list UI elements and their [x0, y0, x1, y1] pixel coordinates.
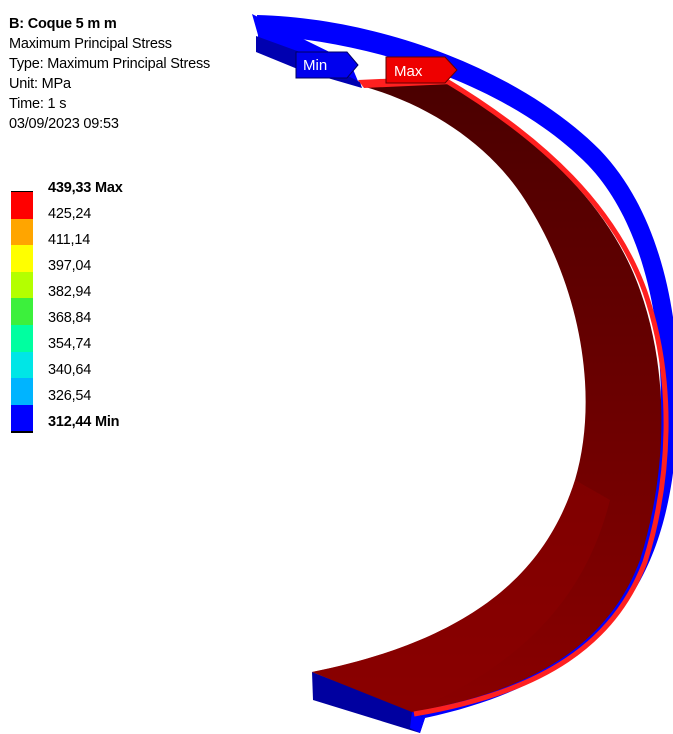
result-datetime: 03/09/2023 09:53 [9, 116, 119, 132]
legend-swatch [11, 245, 33, 272]
legend-swatch [11, 378, 33, 405]
legend-label: 368,84 [48, 310, 92, 326]
result-info: B: Coque 5 m m Maximum Principal Stress … [9, 14, 210, 134]
legend-color-bar [11, 192, 33, 432]
min-probe[interactable]: Min [295, 51, 359, 79]
legend-swatch [11, 351, 33, 379]
legend-label: 340,64 [48, 362, 92, 378]
legend-label: 425,24 [48, 206, 92, 222]
legend-label: 397,04 [48, 258, 92, 274]
min-probe-label: Min [303, 57, 327, 74]
result-name: Maximum Principal Stress [9, 36, 172, 52]
min-probe-shape [295, 51, 359, 79]
legend-swatch [11, 324, 33, 352]
legend-swatch [11, 404, 33, 432]
legend-max-label: 439,33 Max [48, 180, 123, 196]
shell-bottom-end-top [410, 712, 425, 733]
result-time: Time: 1 s [9, 96, 67, 112]
legend-label: 326,54 [48, 388, 92, 404]
legend-min-label: 312,44 Min [48, 414, 120, 430]
result-unit: Unit: MPa [9, 76, 71, 92]
shell-inner-lower-band [312, 480, 610, 712]
legend-bottom-tick [11, 431, 33, 433]
shell-inner-edge [413, 77, 669, 717]
max-probe-shape [385, 56, 458, 84]
legend-label: 382,94 [48, 284, 92, 300]
legend-swatch [11, 192, 33, 219]
legend-swatch [11, 298, 33, 325]
legend-swatch [11, 218, 33, 246]
legend-label: 354,74 [48, 336, 92, 352]
result-title: B: Coque 5 m m [9, 16, 117, 32]
max-probe-label: Max [394, 63, 423, 80]
shell-bottom-end-face [312, 672, 425, 733]
legend-swatch [11, 271, 33, 299]
max-probe[interactable]: Max [385, 56, 458, 84]
legend-label: 411,14 [48, 232, 91, 248]
result-type: Type: Maximum Principal Stress [9, 56, 211, 72]
